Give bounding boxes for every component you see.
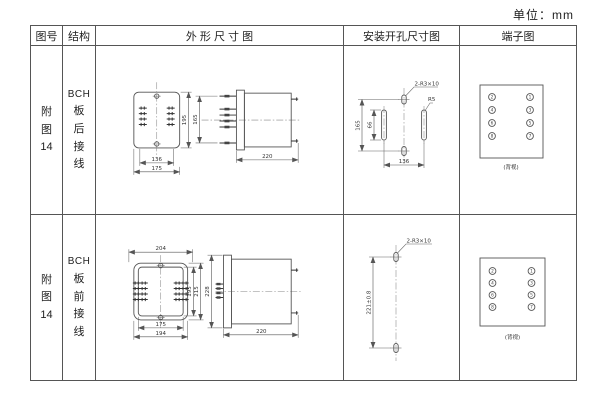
header-structure: 结构: [63, 26, 96, 46]
row1-structure-char: 后: [73, 123, 85, 136]
row1-terminal-cell: 2 4 6 8 1 3 5 7 (背视): [460, 46, 576, 215]
row2-mounting-drawing: 2-R3×10 221±0.8: [367, 239, 432, 361]
terminal-number: 7: [528, 133, 531, 139]
row2-mounting-cell: 2-R3×10 221±0.8: [344, 215, 460, 380]
terminal-number: 1: [528, 94, 531, 100]
dim-label: 175: [152, 165, 162, 171]
row1-front-view: 195 136 175: [133, 81, 192, 175]
row1-fig-no: 附 图 14: [40, 106, 52, 154]
dim-label: 165: [193, 114, 199, 124]
row2-terminal-cell: 2 4 6 8 1 3 5 7 (背视): [460, 215, 576, 380]
terminal-number: 1: [530, 269, 533, 275]
row1-structure: BCH 板 后 接 线: [68, 89, 91, 171]
row2-side-view: 228 220: [205, 254, 302, 338]
dim-label: 165: [356, 119, 362, 130]
terminal-number: 6: [490, 120, 493, 126]
dim-label: 195: [187, 286, 193, 296]
row2-fig-num: 14: [40, 308, 53, 321]
row1-structure-char: 接: [73, 140, 85, 153]
row2-outline-drawing: 204 175 194 195 215: [128, 246, 302, 340]
header-fig-no: 图号: [31, 26, 63, 46]
terminal-number: 3: [528, 107, 531, 113]
terminal-number: 2: [491, 269, 494, 275]
row2-structure: BCH 板 前 接 线: [68, 256, 91, 338]
view-label: (背视): [504, 333, 519, 341]
row2-structure-char: 线: [73, 325, 85, 338]
row2-fig-no: 附 图 14: [40, 274, 52, 322]
terminal-number: 8: [490, 133, 493, 139]
row1-structure-model: BCH: [67, 88, 91, 100]
row2-structure-char: 板: [73, 272, 85, 285]
row2-terminal-left-column: 2 4 6 8: [488, 267, 496, 311]
terminal-number: 5: [528, 120, 531, 126]
dim-label: 195: [182, 114, 188, 124]
dim-label: 66: [368, 121, 374, 128]
dim-label: 215: [194, 286, 200, 296]
dim-label: 136: [399, 159, 410, 165]
header-mounting: 安装开孔尺寸图: [344, 26, 460, 46]
terminal-number: 4: [490, 107, 493, 113]
row1-outline-drawing: 195 136 175: [133, 81, 302, 175]
row2-fig-char: 图: [41, 291, 52, 304]
row1-structure-cell: BCH 板 后 接 线: [63, 46, 96, 215]
row1-terminal-right-column: 1 3 5 7: [525, 92, 534, 140]
row1-fig-char: 图: [41, 123, 52, 136]
drawings-table: 图号 结构 外 形 尺 寸 图 安装开孔尺寸图 端子图 附 图 14 BCH 板…: [30, 25, 577, 381]
row1-terminal-diagram: 2 4 6 8 1 3 5 7 (背视): [479, 84, 543, 171]
dim-label: 204: [156, 246, 167, 252]
row1-structure-char: 板: [73, 105, 85, 118]
slot-label: 2-R3×10: [407, 239, 432, 245]
row1-side-view: 165 220: [193, 89, 302, 163]
terminal-number: 5: [530, 293, 533, 299]
row2-fig-no-cell: 附 图 14: [31, 215, 63, 380]
row1-fig-char: 附: [41, 106, 52, 119]
view-label: (背视): [503, 163, 518, 171]
dim-label: 136: [152, 156, 163, 162]
row1-mounting-drawing: 2-R3×10 R5 66 165: [356, 81, 440, 168]
terminal-number: 4: [491, 281, 494, 287]
row2-mounting-view: 2-R3×10 221±0.8: [367, 239, 432, 361]
slot-radius-label: R5: [428, 97, 436, 103]
row2-front-view: 204 175 194 195 215: [128, 246, 204, 340]
terminal-number: 8: [491, 305, 494, 311]
terminal-number: 3: [530, 281, 533, 287]
terminal-number: 2: [490, 94, 493, 100]
dim-label: 228: [205, 286, 211, 297]
row1-mounting-cell: 2-R3×10 R5 66 165: [344, 46, 460, 215]
row2-structure-cell: BCH 板 前 接 线: [63, 215, 96, 380]
dim-label: 220: [256, 329, 267, 335]
row2-structure-char: 前: [73, 290, 85, 303]
header-outline: 外 形 尺 寸 图: [96, 26, 344, 46]
terminal-number: 7: [530, 305, 533, 311]
terminal-number: 6: [491, 293, 494, 299]
unit-label: 单位：mm: [513, 8, 574, 22]
row1-terminal-left-column: 2 4 6 8: [487, 92, 496, 140]
row1-fig-no-cell: 附 图 14: [31, 46, 63, 215]
dim-label: 175: [156, 322, 166, 328]
dim-label: 220: [262, 153, 273, 159]
row2-terminal-diagram: 2 4 6 8 1 3 5 7 (背视): [479, 257, 545, 341]
row2-outline-cell: 204 175 194 195 215: [96, 215, 344, 380]
row2-structure-model: BCH: [67, 256, 91, 268]
dim-label: 194: [156, 331, 167, 337]
row1-mounting-view: 2-R3×10 R5 66 165: [356, 81, 440, 168]
row1-structure-char: 线: [73, 158, 85, 171]
row2-structure-char: 接: [73, 308, 85, 321]
row1-fig-num: 14: [40, 141, 53, 154]
dim-label: 221±0.8: [367, 290, 373, 314]
row2-terminal-right-column: 1 3 5 7: [527, 267, 535, 311]
row1-outline-cell: 195 136 175: [96, 46, 344, 215]
row2-fig-char: 附: [41, 273, 52, 286]
slot-label: 2-R3×10: [415, 81, 440, 87]
header-terminal: 端子图: [460, 26, 576, 46]
